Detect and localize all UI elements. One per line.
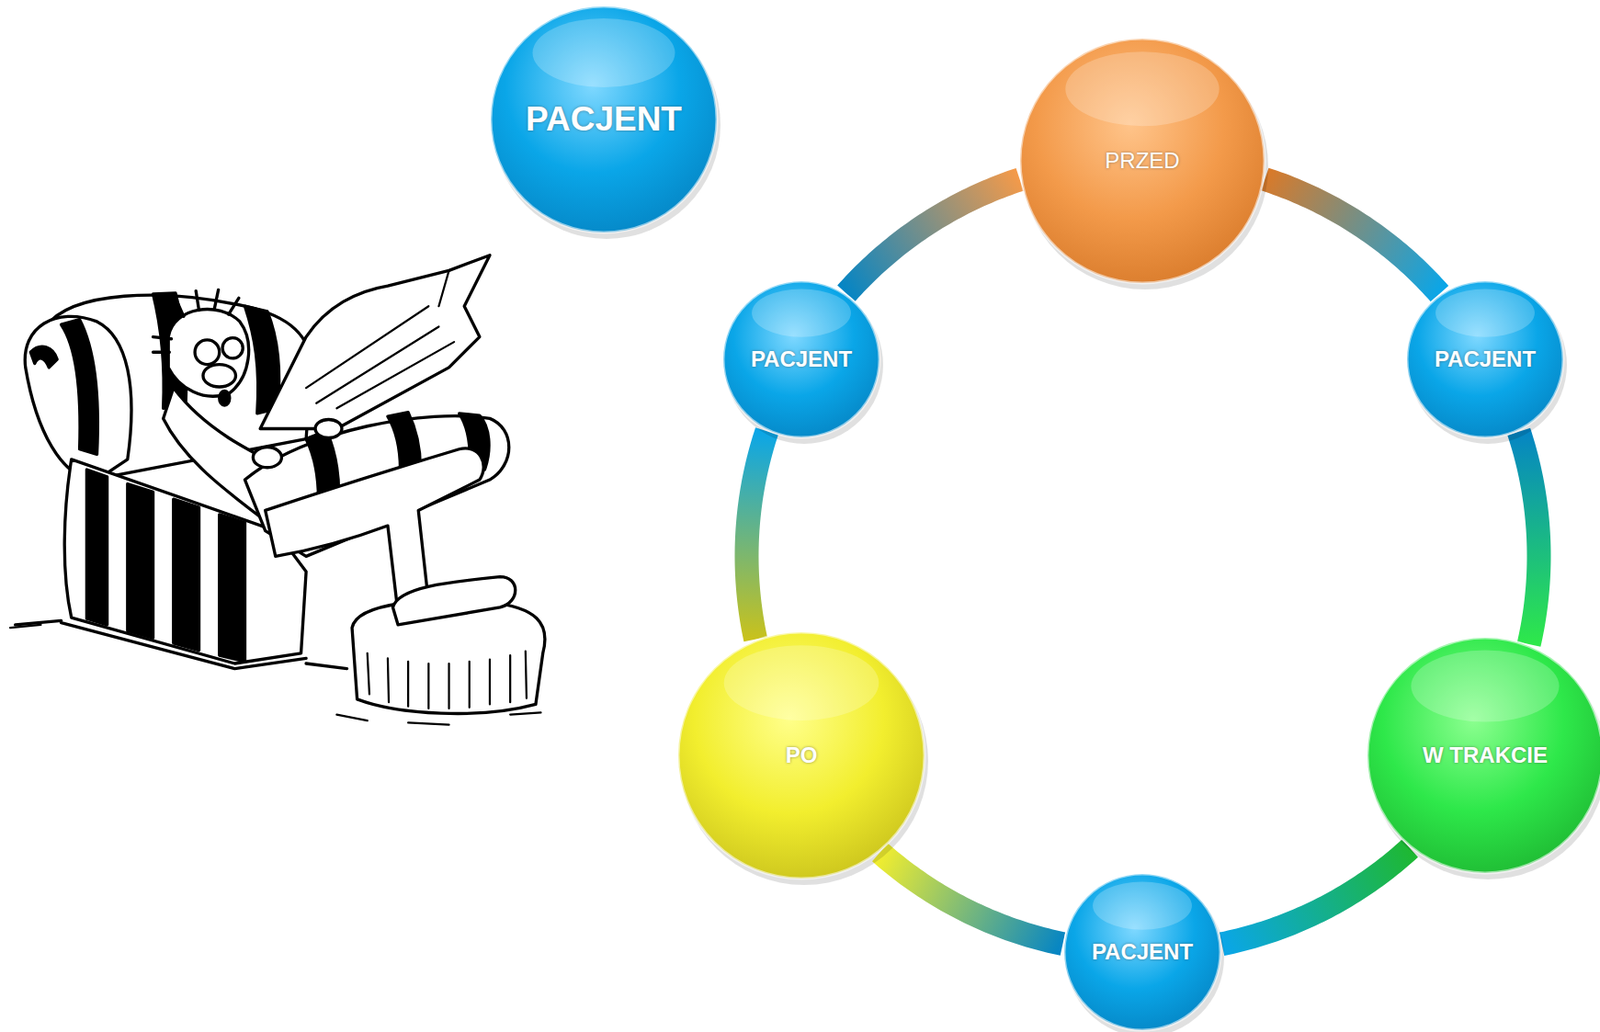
man-hand bbox=[315, 419, 342, 439]
patient-circle: PACJENT bbox=[488, 4, 719, 235]
ring-arc bbox=[1519, 431, 1540, 645]
ring-arc bbox=[747, 431, 768, 639]
circle-gloss bbox=[533, 18, 676, 88]
phase-circle: W TRAKCIE bbox=[1365, 635, 1600, 875]
chair-stripe bbox=[127, 484, 154, 639]
circle-fill bbox=[1064, 873, 1221, 1031]
circle-label: W TRAKCIE bbox=[1422, 742, 1548, 769]
chair-stripe bbox=[244, 306, 279, 414]
circle-label: PO bbox=[785, 742, 818, 769]
man-shoes bbox=[392, 577, 515, 625]
man-nose bbox=[203, 364, 237, 387]
chair-stripe bbox=[219, 514, 246, 662]
circle-gloss bbox=[1065, 51, 1219, 126]
circle-label: PRZED bbox=[1104, 147, 1180, 174]
chair-base bbox=[15, 620, 348, 669]
ring-arc bbox=[1222, 848, 1411, 944]
man-hand bbox=[252, 447, 282, 468]
phase-circle: PRZED bbox=[1018, 36, 1267, 285]
circle-label: PACJENT bbox=[750, 346, 852, 373]
man-mouth bbox=[219, 390, 230, 406]
phase-circle: PO bbox=[676, 630, 927, 881]
circle-fill bbox=[1367, 637, 1600, 874]
newspaper bbox=[260, 255, 490, 430]
ring-arc bbox=[846, 179, 1021, 294]
ring-arc bbox=[1264, 179, 1440, 295]
chair-stripe bbox=[30, 346, 57, 368]
man-glasses bbox=[222, 338, 243, 359]
circle-gloss bbox=[1410, 650, 1559, 723]
circle-label: PACJENT bbox=[1091, 939, 1193, 965]
newspaper-lines bbox=[306, 270, 454, 409]
ring-arc bbox=[880, 852, 1064, 945]
circle-fill bbox=[723, 281, 880, 438]
circle-label: PACJENT bbox=[1434, 346, 1536, 373]
patient-circle: PACJENT bbox=[721, 279, 882, 440]
circle-label: PACJENT bbox=[525, 100, 682, 140]
circle-gloss bbox=[751, 288, 852, 337]
circle-fill bbox=[490, 6, 717, 233]
chair-stripe bbox=[173, 499, 200, 650]
man-glasses bbox=[194, 340, 220, 365]
ottoman-fringe bbox=[367, 651, 527, 709]
circle-fill bbox=[1020, 38, 1265, 284]
chair-stripe bbox=[86, 469, 107, 625]
man-head bbox=[168, 309, 249, 398]
circle-fill bbox=[1407, 281, 1564, 438]
circle-gloss bbox=[1435, 288, 1535, 337]
chair-stripe bbox=[61, 319, 99, 455]
cartoon-man bbox=[10, 255, 545, 726]
patient-circle: PACJENT bbox=[1405, 279, 1566, 440]
circle-gloss bbox=[724, 645, 880, 721]
floor-shadow bbox=[10, 624, 541, 726]
circle-gloss bbox=[1092, 881, 1192, 930]
chair-armrest bbox=[24, 316, 132, 480]
circle-fill bbox=[678, 632, 925, 879]
patient-circle: PACJENT bbox=[1062, 872, 1223, 1032]
